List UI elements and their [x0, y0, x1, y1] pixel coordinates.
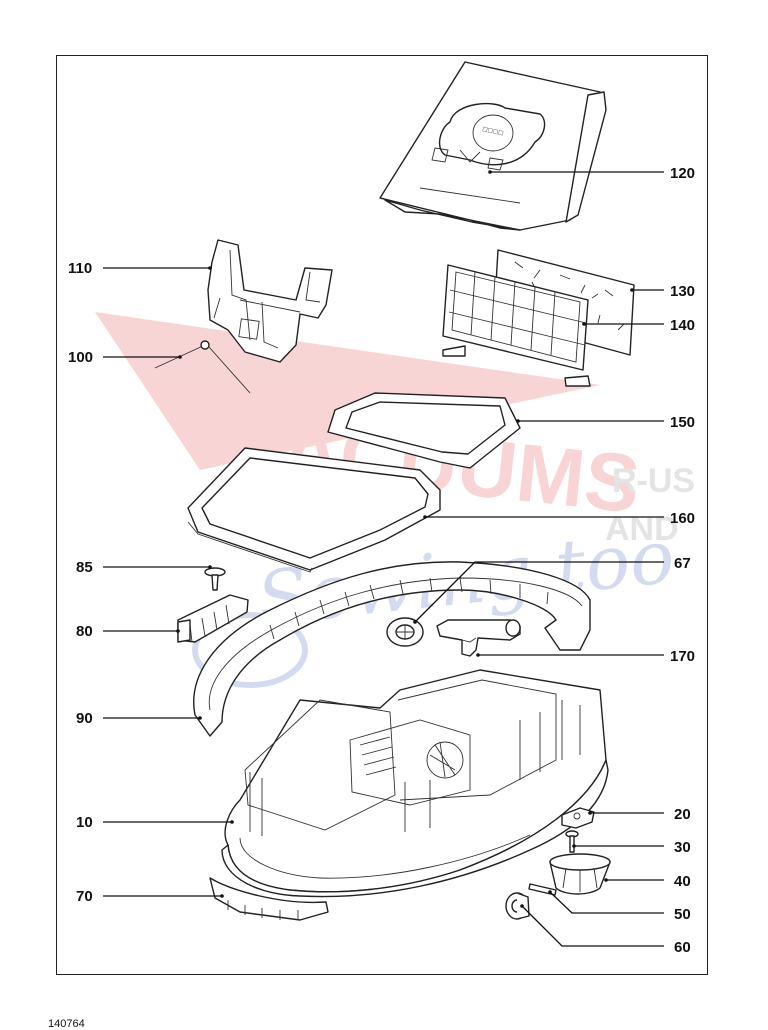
label-170: 170 [670, 648, 695, 665]
label-150: 150 [670, 414, 695, 431]
watermark-and: AND [605, 510, 679, 548]
label-140: 140 [670, 317, 695, 334]
label-160: 160 [670, 510, 695, 527]
leader-lines [103, 170, 664, 947]
part-70-front-trim [209, 877, 329, 921]
label-85: 85 [76, 559, 93, 576]
callout-labels: 120 110 100 130 140 150 160 85 67 80 170… [68, 165, 695, 956]
label-30: 30 [674, 839, 691, 856]
label-20: 20 [674, 806, 691, 823]
document-id: 140764 [48, 1018, 85, 1030]
part-120-dust-bag: ☐☐☐☐ [379, 61, 607, 231]
part-67-valve [386, 617, 424, 647]
label-40: 40 [674, 873, 691, 890]
part-90-bumper [193, 561, 591, 737]
label-80: 80 [76, 623, 93, 640]
part-40-swivel-castor [549, 853, 611, 895]
part-110-bag-holder [207, 239, 333, 363]
part-60-wheel [505, 892, 530, 920]
part-150-filter-seal [327, 392, 521, 469]
part-140-filter-frame [442, 264, 591, 387]
part-170-hose-connector [436, 619, 521, 657]
label-120: 120 [670, 165, 695, 182]
part-80-bracket [177, 594, 249, 643]
label-60: 60 [674, 939, 691, 956]
label-90: 90 [76, 710, 93, 727]
part-30-castor-screw [565, 830, 579, 853]
part-10-lower-housing [221, 669, 609, 898]
part-160-compartment-seal [187, 447, 441, 573]
label-100: 100 [68, 349, 93, 366]
part-20-castor-bracket [561, 807, 595, 829]
label-130: 130 [670, 283, 695, 300]
part-85-screw [204, 567, 226, 591]
label-50: 50 [674, 906, 691, 923]
diagram-frame [56, 55, 708, 975]
label-110: 110 [68, 260, 92, 277]
label-10: 10 [76, 814, 93, 831]
svg-text:☐☐☐☐: ☐☐☐☐ [482, 126, 505, 137]
label-70: 70 [76, 888, 93, 905]
watermark-rus: R-US [612, 462, 695, 500]
label-67: 67 [674, 555, 691, 572]
